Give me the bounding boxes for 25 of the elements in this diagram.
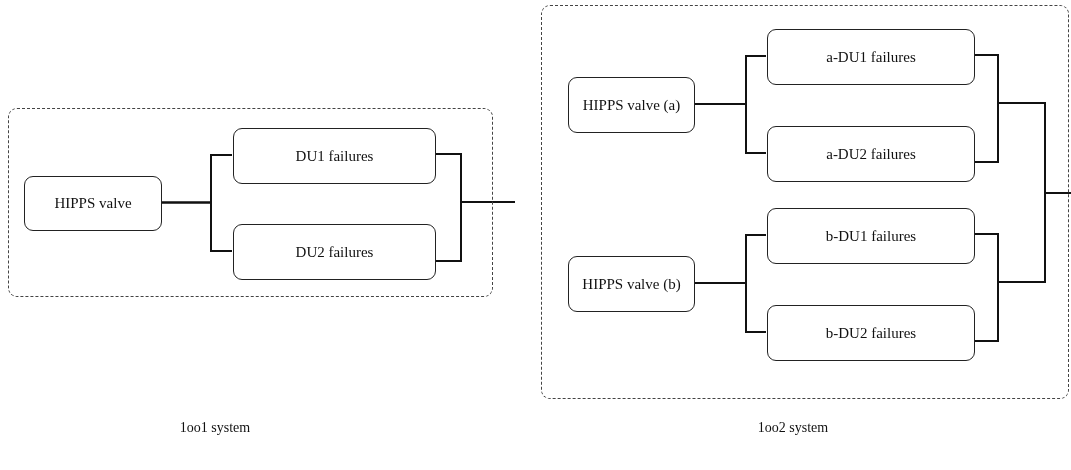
component-box — [767, 29, 975, 85]
component-label: b-DU2 failures — [824, 323, 918, 343]
component-box — [233, 224, 436, 280]
connector-line — [973, 192, 1071, 342]
component-box — [24, 176, 162, 231]
component-label: DU1 failures — [294, 146, 375, 166]
component-box — [568, 77, 695, 133]
component-box — [767, 305, 975, 361]
component-box — [233, 128, 436, 184]
component-label: HIPPS valve — [53, 194, 133, 213]
component-label: a-DU2 failures — [825, 144, 917, 164]
component-box — [767, 208, 975, 264]
component-label: HIPPS valve (a) — [581, 95, 682, 115]
component-box — [767, 126, 975, 182]
system-boundary — [541, 5, 1069, 399]
system-caption: 1oo1 system — [179, 420, 251, 436]
component-label: HIPPS valve (b) — [581, 274, 682, 294]
connector-line — [434, 201, 516, 262]
component-label: a-DU1 failures — [825, 47, 917, 67]
system-boundary — [8, 108, 493, 297]
component-box — [568, 256, 695, 312]
system-caption: 1oo2 system — [757, 420, 829, 436]
connector-line — [160, 201, 233, 252]
component-label: b-DU1 failures — [824, 226, 918, 246]
component-label: DU2 failures — [294, 242, 375, 262]
